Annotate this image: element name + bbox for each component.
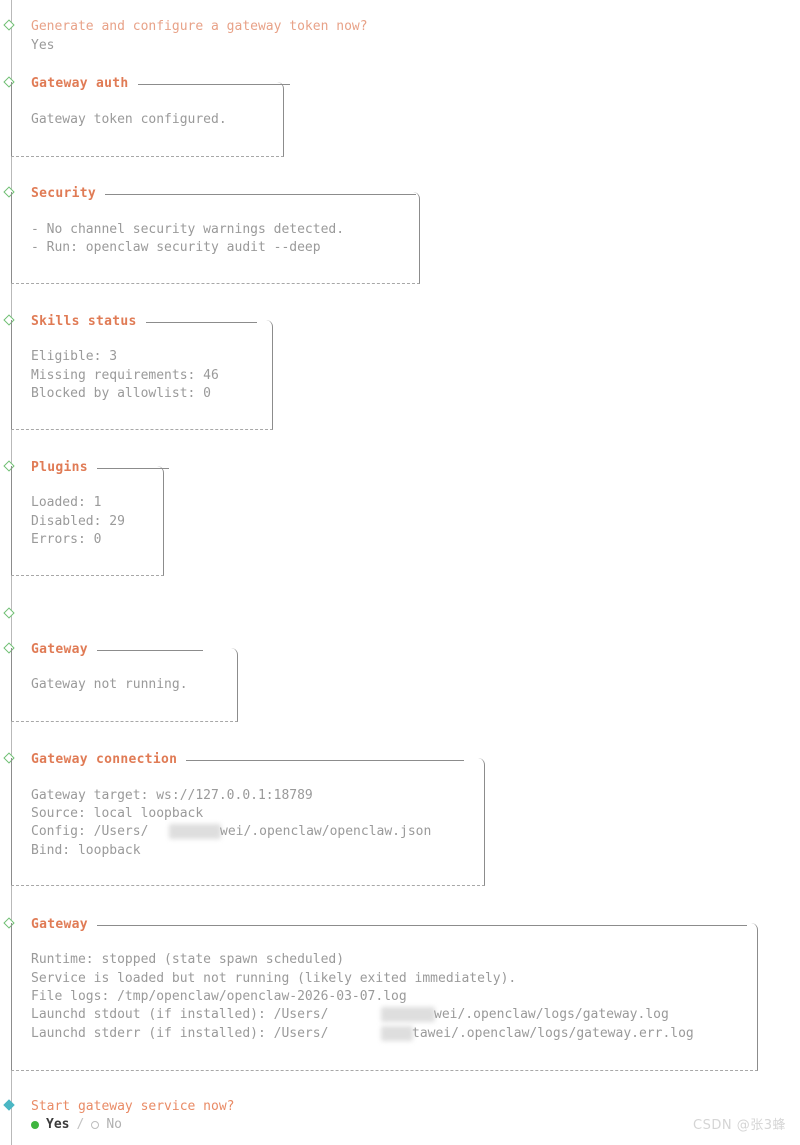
panel-skills-status — [11, 320, 273, 430]
redacted-username-block — [381, 1026, 413, 1041]
panel-gateway-runtime — [11, 923, 758, 1071]
panel-line: Missing requirements: 46 — [31, 368, 219, 383]
panel-left-edge — [11, 648, 12, 722]
panel-line: File logs: /tmp/openclaw/openclaw-2026-0… — [31, 989, 407, 1004]
section-title: Security — [31, 186, 97, 201]
panel-line-stderr-prefix: Launchd stderr (if installed): /Users/ — [31, 1026, 329, 1041]
option-yes[interactable]: Yes — [46, 1117, 70, 1132]
section-rule — [96, 649, 203, 651]
panel-line: Source: local loopback — [31, 806, 204, 821]
section-title: Skills status — [31, 314, 137, 329]
section-header-security: Security — [31, 185, 417, 204]
section-rule — [145, 321, 257, 323]
panel-line-config-prefix: Config: /Users/ — [31, 824, 149, 839]
radio-unselected-icon — [91, 1121, 100, 1130]
panel-line: Runtime: stopped (state spawn scheduled) — [31, 952, 345, 967]
panel-left-edge — [11, 320, 12, 430]
tree-diamond-icon — [3, 19, 15, 31]
panel-line: Errors: 0 — [31, 532, 102, 547]
section-header-gateway-state: Gateway — [31, 641, 203, 660]
section-rule — [105, 193, 417, 195]
tree-diamond-icon — [3, 607, 15, 619]
section-rule — [96, 924, 747, 926]
panel-left-edge — [11, 192, 12, 284]
section-rule — [137, 83, 290, 85]
panel-plugins — [11, 466, 164, 576]
panel-gateway-connection — [11, 758, 485, 886]
section-title: Gateway auth — [31, 76, 129, 91]
radio-selected-icon — [31, 1121, 39, 1130]
panel-line-stdout-tail: wei/.openclaw/logs/gateway.log — [434, 1007, 669, 1022]
panel-left-edge — [11, 466, 12, 576]
section-header-gateway-connection: Gateway connection — [31, 751, 465, 770]
panel-line-stdout-prefix: Launchd stdout (if installed): /Users/ — [31, 1007, 329, 1022]
panel-line: Gateway target: ws://127.0.0.1:18789 — [31, 788, 313, 803]
section-title: Plugins — [31, 460, 88, 475]
panel-left-edge — [11, 923, 12, 1071]
tree-diamond-active-icon — [3, 1099, 15, 1111]
section-header-gateway-auth: Gateway auth — [31, 75, 290, 94]
panel-gateway-auth — [11, 82, 284, 157]
panel-line: Loaded: 1 — [31, 495, 102, 510]
panel-line: Gateway not running. — [31, 677, 188, 692]
prompt-answer: Yes — [31, 38, 55, 53]
section-rule — [186, 759, 465, 761]
redacted-username-block — [381, 1007, 435, 1022]
panel-left-edge — [11, 758, 12, 886]
section-title: Gateway — [31, 642, 88, 657]
prompt-question: Generate and configure a gateway token n… — [31, 19, 368, 34]
panel-line: Service is loaded but not running (likel… — [31, 971, 517, 986]
panel-line: - Run: openclaw security audit --deep — [31, 240, 321, 255]
panel-line-config-tail: wei/.openclaw/openclaw.json — [220, 824, 432, 839]
section-title: Gateway connection — [31, 752, 178, 767]
redacted-username-block — [169, 824, 221, 839]
panel-gateway-state — [11, 648, 238, 722]
prompt-question: Start gateway service now? — [31, 1099, 235, 1114]
panel-line: - No channel security warnings detected. — [31, 222, 345, 237]
option-no[interactable]: No — [106, 1117, 122, 1132]
section-header-gateway-runtime: Gateway — [31, 916, 747, 935]
section-title: Gateway — [31, 917, 88, 932]
panel-left-edge — [11, 82, 12, 157]
section-header-plugins: Plugins — [31, 459, 169, 478]
panel-line: Disabled: 29 — [31, 514, 125, 529]
panel-line: Gateway token configured. — [31, 112, 227, 127]
option-separator: / — [76, 1117, 85, 1132]
panel-line: Eligible: 3 — [31, 349, 118, 364]
section-header-skills-status: Skills status — [31, 313, 257, 332]
prompt-options[interactable]: Yes / No — [31, 1116, 122, 1135]
panel-line: Bind: loopback — [31, 843, 141, 858]
section-rule — [96, 467, 169, 469]
panel-security — [11, 192, 420, 284]
panel-line: Blocked by allowlist: 0 — [31, 386, 212, 401]
watermark: CSDN @张3蜂 — [693, 1117, 786, 1133]
panel-line-stderr-tail: tawei/.openclaw/logs/gateway.err.log — [412, 1026, 694, 1041]
